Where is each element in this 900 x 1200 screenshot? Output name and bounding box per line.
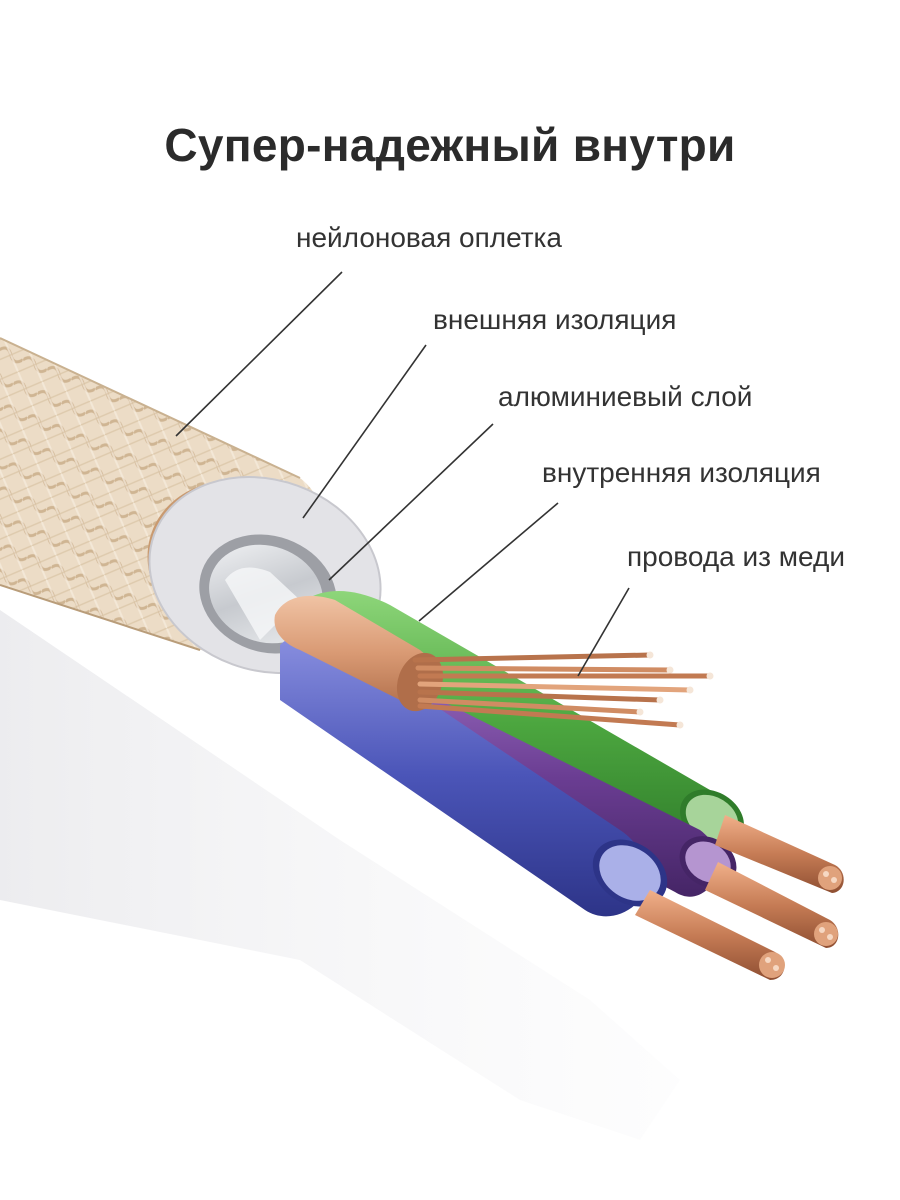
blue-wire [280,633,668,917]
copper-core-blue [635,890,785,980]
label-copper-wires: провода из меди [627,541,845,572]
page-title: Супер-надежный внутри [164,119,736,171]
label-nylon-braid: нейлоновая оплетка [296,222,562,253]
label-outer-insulation: внешняя изоляция [433,304,677,335]
leader-line-copper-wires [577,587,630,677]
copper-core-green [715,815,844,893]
copper-strands-fan [412,651,714,729]
copper-core-purple [705,862,839,948]
leader-line-aluminum-layer [328,423,494,581]
leader-line-inner-insulation [418,502,559,622]
label-aluminum-layer: алюминиевый слой [498,381,753,412]
label-inner-insulation: внутренняя изоляция [542,457,821,488]
leader-line-outer-insulation [302,344,427,519]
leader-line-nylon-braid [175,271,343,437]
cable-shadow [0,610,680,1140]
